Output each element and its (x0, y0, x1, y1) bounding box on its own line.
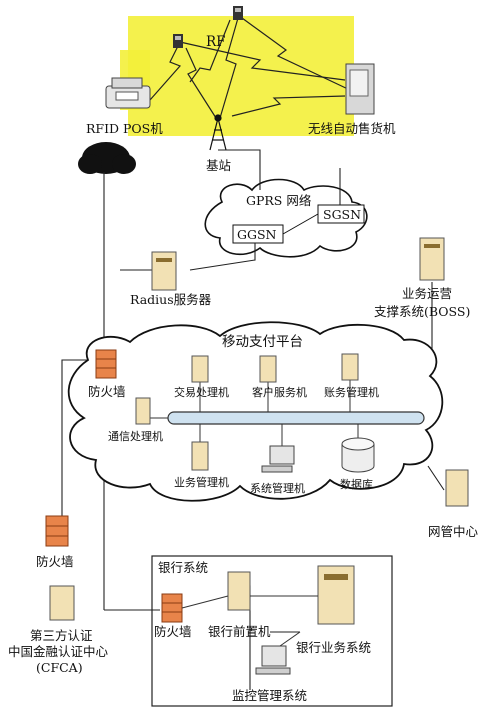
firewall-icon (45, 515, 69, 547)
gprs-label: GPRS 网络 (246, 193, 312, 208)
base-station-icon (209, 114, 227, 151)
boss-server-icon (419, 237, 445, 281)
database-label: 数据库 (340, 477, 373, 491)
firewall-icon (161, 593, 183, 623)
customer-label: 客户服务机 (252, 385, 307, 399)
mobile-phone-icon (233, 6, 243, 20)
trade-server-icon (191, 355, 209, 383)
netmgmt-server-icon (445, 469, 469, 507)
monitor-label: 监控管理系统 (232, 688, 307, 703)
cfca-label-1: 第三方认证 (30, 628, 93, 643)
platform-bus (167, 411, 425, 425)
bank-business-label: 银行业务系统 (296, 640, 371, 655)
account-label: 账务管理机 (324, 385, 379, 399)
radius-label: Radius服务器 (130, 292, 212, 307)
ggsn-label: GGSN (237, 227, 277, 242)
firewall-label-platform: 防火墙 (88, 384, 126, 399)
base-station-label: 基站 (206, 158, 231, 173)
cfca-server-icon (49, 585, 75, 621)
customer-server-icon (259, 355, 277, 383)
boss-label-2: 支撑系统(BOSS) (374, 304, 470, 319)
sys-mgr-workstation-icon (261, 445, 295, 473)
boss-label-1: 业务运营 (402, 286, 452, 301)
bank-business-server-icon (317, 565, 355, 625)
platform-label: 移动支付平台 (222, 334, 303, 350)
pos-network-cloud (78, 142, 136, 174)
vending-machine-icon (345, 63, 375, 115)
monitor-workstation-icon (255, 645, 291, 675)
cfca-label-2: 中国金融认证中心 (8, 644, 109, 659)
vending-label: 无线自动售货机 (308, 121, 396, 136)
bank-title: 银行系统 (158, 560, 208, 575)
sgsn-label: SGSN (323, 207, 361, 222)
trade-label: 交易处理机 (174, 385, 229, 399)
database-icon (341, 437, 375, 473)
bank-links (181, 595, 318, 647)
bank-front-server-icon (227, 571, 251, 611)
account-server-icon (341, 353, 359, 381)
bank-front-label: 银行前置机 (208, 624, 271, 639)
rfid-top-label: RF (206, 34, 226, 50)
rfid-pos-icon (105, 77, 151, 109)
comm-processor-icon (135, 397, 151, 425)
rfid-pos-label: RFID POS机 (86, 121, 163, 136)
bus-drops (148, 380, 359, 446)
biz-mgr-server-icon (191, 441, 209, 471)
firewall-label-left: 防火墙 (36, 554, 74, 569)
cfca-label-3: (CFCA) (36, 660, 83, 675)
wireless-highlight-region (120, 16, 354, 136)
sys-mgr-label: 系统管理机 (250, 481, 305, 495)
wireless-links (149, 17, 351, 119)
bank-system-box (151, 555, 393, 707)
firewall-icon (95, 349, 117, 379)
radius-server-icon (151, 251, 177, 291)
biz-mgr-label: 业务管理机 (174, 475, 229, 489)
firewall-label-bank: 防火墙 (154, 624, 192, 639)
mobile-phone-icon (173, 34, 183, 48)
netmgmt-label: 网管中心 (428, 524, 479, 539)
comm-label: 通信处理机 (108, 429, 163, 443)
